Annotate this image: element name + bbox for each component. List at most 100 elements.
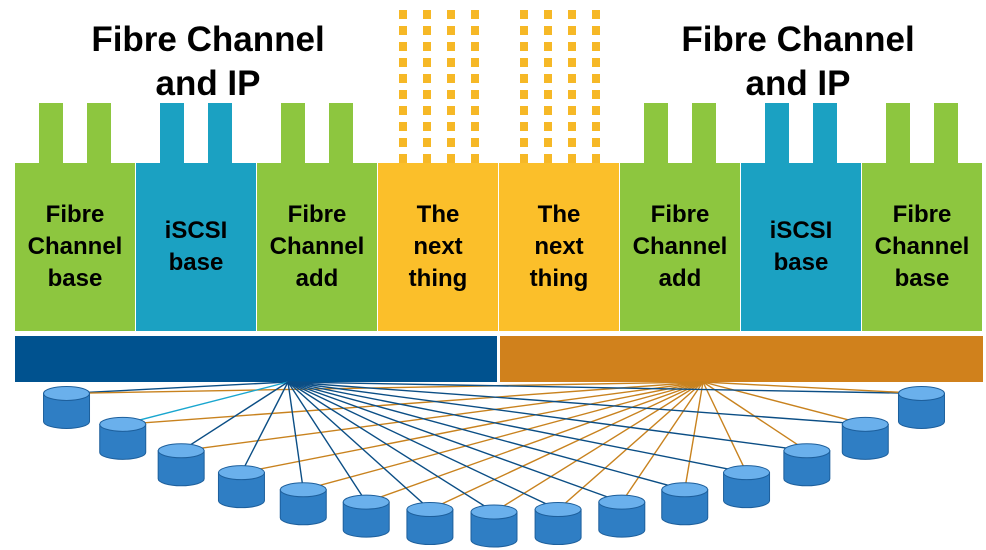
future-port-dot [520, 106, 528, 115]
port-connector-icon [329, 103, 353, 163]
future-port-dot [471, 58, 479, 67]
future-port-dot [423, 122, 431, 131]
future-port-dot [399, 58, 407, 67]
future-port-dot [544, 122, 552, 131]
disk-cylinder-icon [723, 465, 771, 509]
future-port-dot [544, 10, 552, 19]
future-port-dot [399, 42, 407, 51]
port-connector-icon [644, 103, 668, 163]
disk-link-right [365, 381, 704, 503]
future-port-dot [447, 154, 455, 163]
disk-link-left [287, 381, 495, 513]
future-port-dot [568, 154, 576, 163]
disk-cylinder-icon [661, 482, 709, 526]
adapter-card-5 [499, 163, 619, 331]
disk-cylinder-icon [406, 502, 454, 545]
adapter-card-3 [257, 163, 377, 331]
future-port-dot [520, 74, 528, 83]
future-port-dot [423, 58, 431, 67]
disk-link-right [241, 381, 704, 474]
port-connectors [39, 10, 958, 163]
future-port-dot [423, 138, 431, 147]
future-port-dot [399, 10, 407, 19]
port-connector-icon [39, 103, 63, 163]
future-port-dot [399, 122, 407, 131]
future-port-dot [471, 138, 479, 147]
future-port-dot [568, 138, 576, 147]
future-port-dot [568, 90, 576, 99]
future-port-dot [399, 90, 407, 99]
future-port-dot [447, 106, 455, 115]
disk-link-right [702, 381, 748, 473]
future-port-dot [447, 42, 455, 51]
disk-link-left [287, 381, 623, 503]
disk-cylinder-icon [841, 416, 889, 460]
future-port-dot [423, 74, 431, 83]
disk-link-left [287, 381, 431, 511]
disk-link-left [122, 381, 289, 426]
future-port-dot [423, 106, 431, 115]
future-port-dot [592, 10, 600, 19]
future-port-dot [592, 26, 600, 35]
port-connector-icon [160, 103, 184, 163]
controller-bars [15, 336, 983, 382]
future-port-dot [520, 154, 528, 163]
future-port-dot [544, 90, 552, 99]
future-port-dot [544, 154, 552, 163]
disk-cylinder-icon [342, 494, 390, 538]
future-port-dot [423, 26, 431, 35]
future-port-dot [471, 122, 479, 131]
future-port-dot [471, 42, 479, 51]
future-port-dot [423, 42, 431, 51]
heading-right: Fibre Channel and IP [648, 18, 948, 106]
future-port-dot [399, 26, 407, 35]
disk-link-left [240, 381, 289, 473]
disk-cylinder-icon [598, 494, 646, 538]
adapter-card-8 [862, 163, 982, 331]
future-port-dot [447, 58, 455, 67]
future-port-dot [568, 122, 576, 131]
disk-link-left [287, 381, 559, 511]
disk-cylinder-icon [157, 443, 205, 487]
future-port-dot [471, 154, 479, 163]
future-port-dot [423, 154, 431, 163]
adapter-cards [15, 163, 982, 331]
disk-link-left [287, 381, 685, 491]
port-connector-icon [281, 103, 305, 163]
future-port-dot [544, 58, 552, 67]
disk-links [66, 381, 922, 513]
future-port-dot [399, 138, 407, 147]
disk-link-right [429, 381, 704, 511]
future-port-dot [471, 74, 479, 83]
future-port-dot [520, 122, 528, 131]
future-port-dot [520, 10, 528, 19]
future-port-dot [568, 74, 576, 83]
heading-left: Fibre Channel and IP [58, 18, 358, 106]
adapter-card-7 [741, 163, 861, 331]
future-port-dot [447, 122, 455, 131]
future-port-dot [399, 154, 407, 163]
future-port-dot [544, 26, 552, 35]
future-port-dot [568, 26, 576, 35]
controller-bar-left [15, 336, 497, 382]
future-port-dot [592, 58, 600, 67]
disk-link-left [66, 381, 289, 395]
disk-link-left [287, 381, 866, 426]
disk-link-right [621, 381, 704, 503]
heading-right-line-2: and IP [745, 64, 851, 103]
future-port-dot [592, 154, 600, 163]
future-port-dot [447, 90, 455, 99]
future-port-dot [592, 42, 600, 51]
disk-cylinder-icon [470, 504, 518, 548]
future-port-dot [592, 106, 600, 115]
future-port-dot [520, 138, 528, 147]
future-port-dot [399, 106, 407, 115]
future-port-dot [447, 138, 455, 147]
future-port-dot [471, 90, 479, 99]
disk-cylinder-icon [99, 416, 147, 460]
disk-cylinder-icon [897, 385, 945, 429]
